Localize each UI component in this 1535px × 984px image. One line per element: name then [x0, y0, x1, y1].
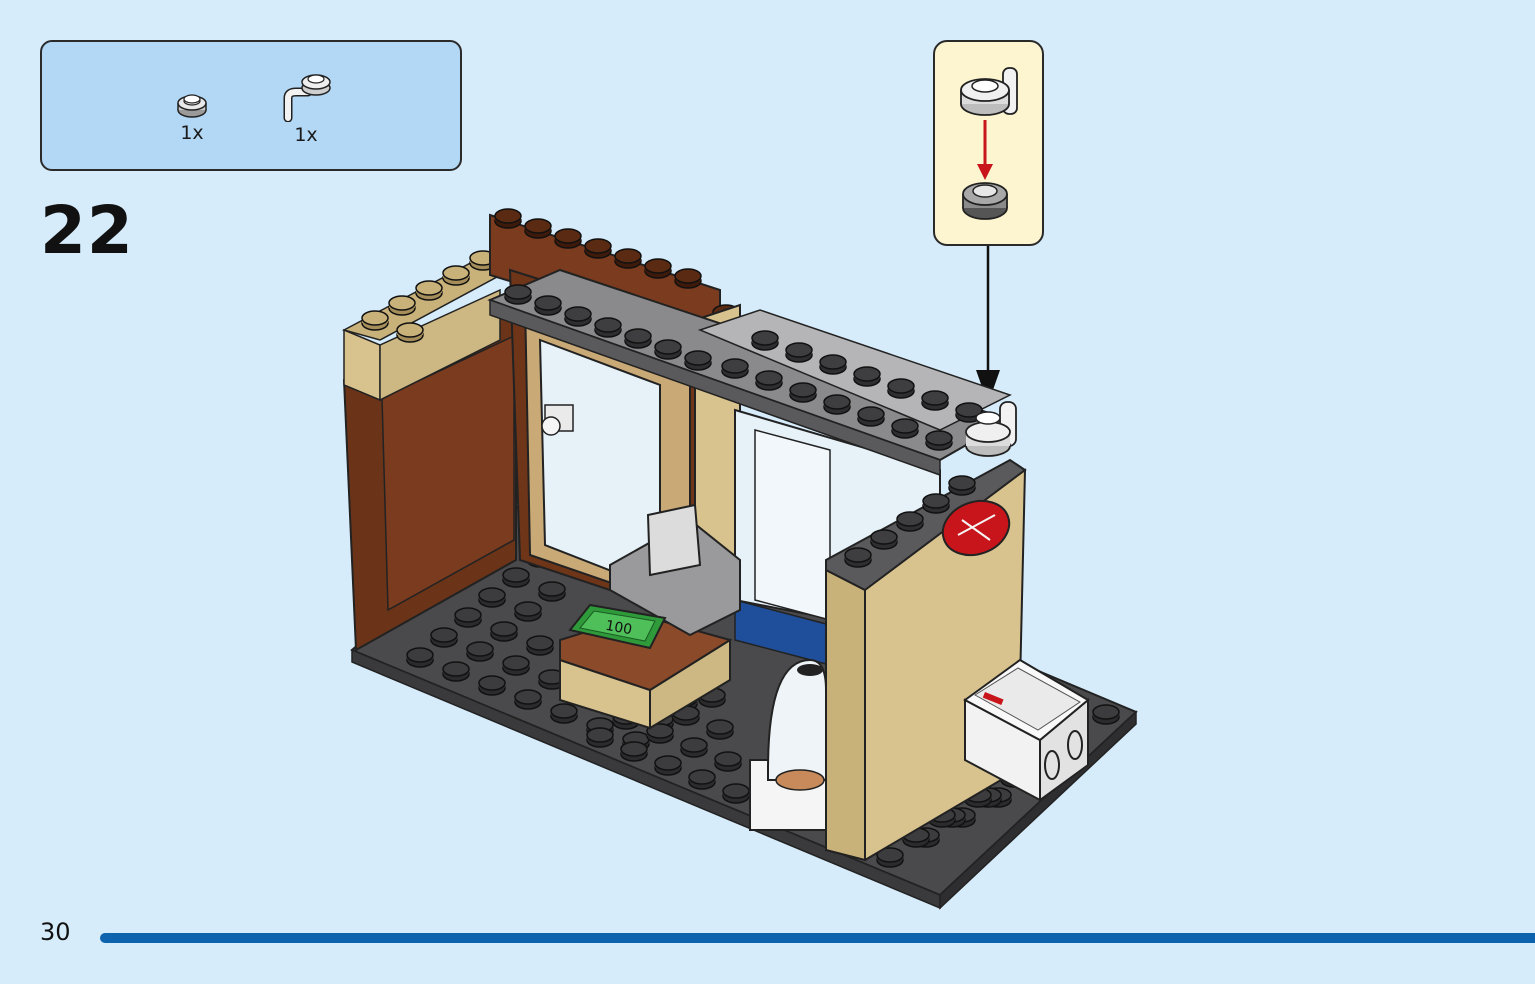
banknote-label: 100 [604, 618, 633, 638]
part-item: 1x [276, 68, 336, 146]
part-quantity: 1x [294, 124, 318, 146]
part-quantity: 1x [180, 122, 204, 144]
banknote: 100 [568, 603, 667, 650]
white-box [963, 658, 1090, 802]
glass-dome [749, 658, 827, 831]
sub-assembly-callout [933, 40, 1044, 246]
parts-list-box: 1x 1x [40, 40, 462, 171]
part-item: 1x [174, 90, 210, 144]
round-plate-1x1-icon [177, 94, 207, 118]
counter [559, 503, 741, 730]
arch-top-studs [494, 208, 740, 325]
round-plate-with-bar-icon [283, 74, 331, 122]
new-part-round-plate [965, 401, 1017, 457]
page-number: 30 [40, 918, 71, 946]
progress-fill [100, 933, 1535, 943]
sub-assembly-icon [960, 67, 1018, 220]
front-wall-studs [844, 475, 976, 568]
progress-bar [100, 933, 1535, 943]
red-sign [941, 499, 1011, 557]
step-number: 22 [40, 192, 134, 269]
beam-studs [504, 284, 983, 451]
